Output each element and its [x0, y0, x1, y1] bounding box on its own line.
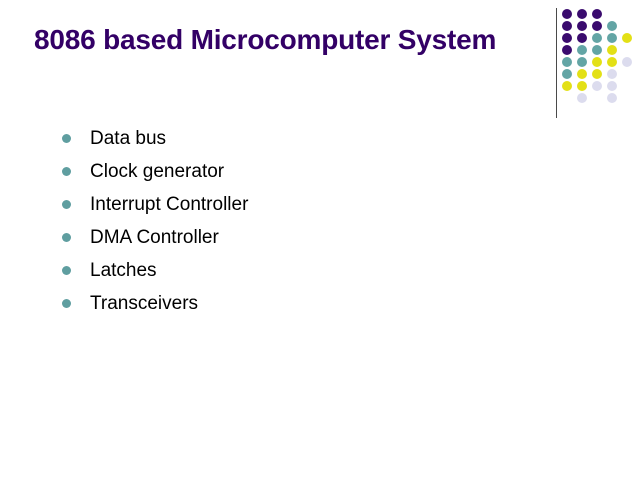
decorative-dot-purple: [562, 21, 572, 31]
decorative-dot-teal: [562, 57, 572, 67]
list-item: Interrupt Controller: [44, 188, 514, 221]
decorative-dot-purple: [592, 9, 602, 19]
decorative-dot-teal: [607, 21, 617, 31]
decorative-dot-purple: [562, 33, 572, 43]
bullet-dot-icon: [62, 299, 71, 308]
decorative-dot-lavender: [607, 81, 617, 91]
decorative-dot-purple: [577, 33, 587, 43]
bullet-dot-icon: [62, 134, 71, 143]
decorative-dot-purple: [562, 9, 572, 19]
list-item: Clock generator: [44, 155, 514, 188]
bullet-dot-icon: [62, 233, 71, 242]
decorative-dot-lavender: [607, 93, 617, 103]
decorative-dot-yellow: [562, 81, 572, 91]
list-item-label: Latches: [90, 260, 157, 281]
decorative-dot-yellow: [592, 69, 602, 79]
decorative-dot-teal: [562, 69, 572, 79]
decorative-dot-teal: [592, 33, 602, 43]
list-item-label: Clock generator: [90, 161, 225, 182]
vertical-divider-line: [556, 8, 557, 118]
page-title: 8086 based Microcomputer System: [34, 24, 497, 55]
decorative-dot-purple: [592, 21, 602, 31]
list-item-label: Data bus: [90, 128, 167, 149]
decorative-dot-lavender: [577, 93, 587, 103]
list-item: Transceivers: [44, 287, 514, 320]
bullet-dot-icon: [62, 167, 71, 176]
decorative-dot-purple: [577, 21, 587, 31]
bullet-dot-icon: [62, 200, 71, 209]
list-item: Data bus: [44, 122, 514, 155]
decorative-dot-yellow: [592, 57, 602, 67]
list-item-label: Transceivers: [90, 293, 199, 314]
list-item: Latches: [44, 254, 514, 287]
list-item: DMA Controller: [44, 221, 514, 254]
decorative-dot-teal: [577, 57, 587, 67]
decorative-dot-lavender: [607, 69, 617, 79]
decorative-dot-lavender: [622, 57, 632, 67]
decorative-dot-teal: [607, 33, 617, 43]
decorative-dot-purple: [562, 45, 572, 55]
list-item-label: DMA Controller: [90, 227, 219, 248]
decorative-dot-yellow: [607, 57, 617, 67]
decorative-dot-teal: [592, 45, 602, 55]
decorative-dot-yellow: [622, 33, 632, 43]
decorative-dot-yellow: [577, 81, 587, 91]
decorative-dot-lavender: [592, 81, 602, 91]
decorative-dot-grid: [562, 9, 634, 105]
bullet-dot-icon: [62, 266, 71, 275]
decorative-dot-yellow: [577, 69, 587, 79]
decorative-dot-yellow: [607, 45, 617, 55]
decorative-dot-teal: [577, 45, 587, 55]
list-item-label: Interrupt Controller: [90, 194, 249, 215]
decorative-dot-purple: [577, 9, 587, 19]
